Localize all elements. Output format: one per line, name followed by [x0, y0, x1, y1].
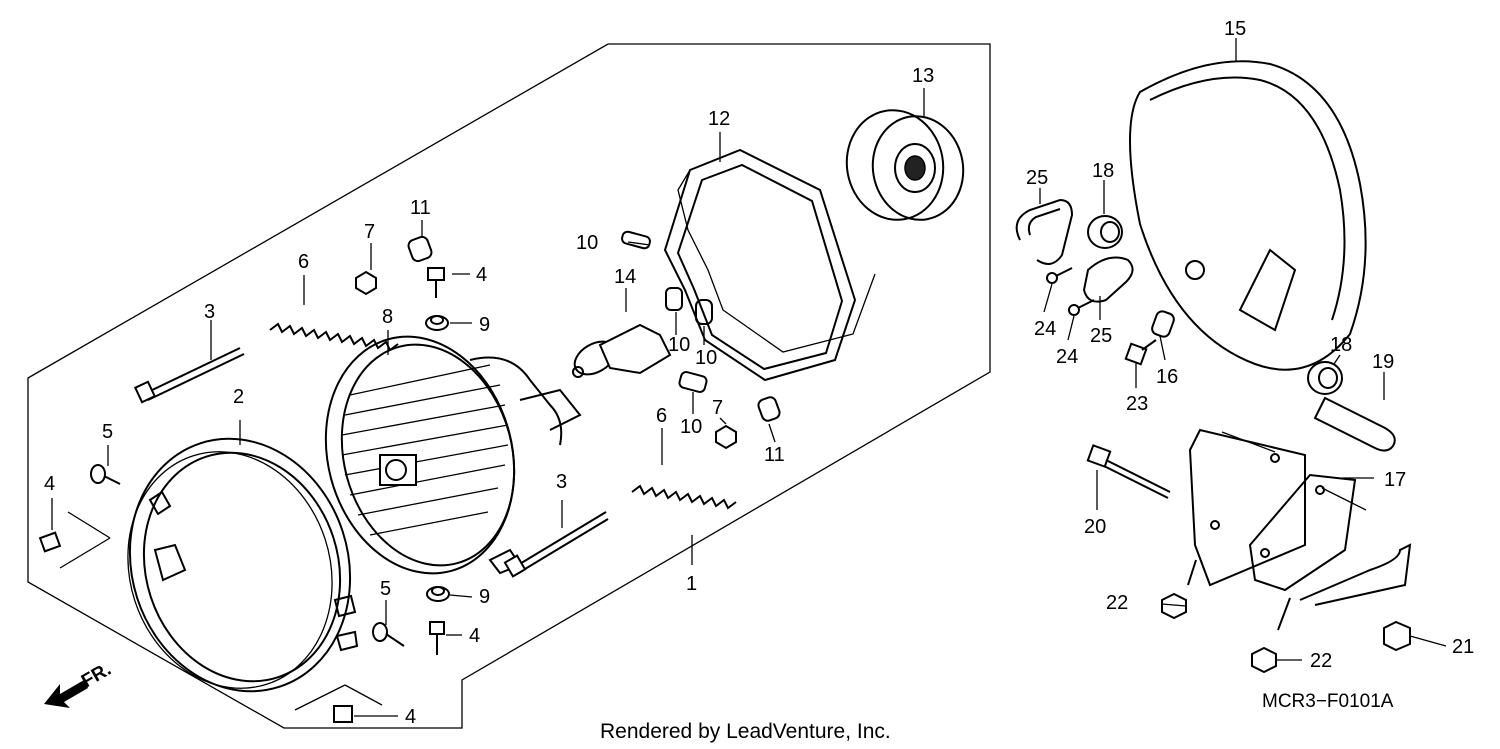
- mounting-frame: [663, 132, 876, 382]
- washer-9-upper: [425, 315, 449, 331]
- part-label-10-a: 10: [576, 232, 598, 254]
- part-label-18-upper: 18: [1092, 160, 1114, 182]
- grommet-18-lower: [1307, 354, 1343, 395]
- headlight-case: [1129, 38, 1367, 371]
- part-label-16: 16: [1156, 366, 1178, 388]
- part-label-3-upper: 3: [204, 301, 215, 323]
- part-label-4-upper: 4: [476, 264, 487, 286]
- part-label-13: 13: [912, 65, 934, 87]
- diagram-code: MCR3−F0101A: [1262, 691, 1394, 712]
- clip-10-b: [665, 287, 683, 311]
- part-label-6-lower: 6: [656, 405, 667, 427]
- adjusting-screw-lower: [503, 500, 609, 578]
- part-label-5-lower: 5: [380, 578, 391, 600]
- headlight-unit: [324, 330, 582, 575]
- bolt-4-left: [38, 498, 111, 569]
- collar-19: [1313, 372, 1396, 452]
- screw-24-upper: [1046, 267, 1073, 284]
- part-label-6-upper: 6: [298, 251, 309, 273]
- part-label-4-bottom: 4: [405, 706, 416, 728]
- part-label-4-lower: 4: [469, 625, 480, 647]
- part-label-2: 2: [233, 386, 244, 408]
- bushing-11-upper: [407, 220, 433, 263]
- screw-5-upper: [90, 445, 121, 485]
- part-label-14: 14: [614, 266, 636, 288]
- part-label-7-lower: 7: [712, 397, 723, 419]
- part-label-5-upper: 5: [102, 421, 113, 443]
- bolt-4-bottom: [294, 684, 383, 723]
- bolt-23: [1124, 339, 1157, 366]
- part-label-22-upper: 22: [1106, 592, 1128, 614]
- part-label-9-upper: 9: [479, 314, 490, 336]
- part-label-9-lower: 9: [479, 586, 490, 608]
- part-label-7-upper: 7: [364, 221, 375, 243]
- bushing-11-lower: [757, 396, 781, 422]
- nut-7-upper: [355, 243, 377, 296]
- headlight-bulb: [572, 288, 672, 378]
- washer-9-lower: [426, 586, 450, 602]
- part-label-25-lower: 25: [1090, 325, 1112, 347]
- part-label-1: 1: [686, 573, 697, 595]
- bolt-20: [1086, 444, 1171, 510]
- part-label-20: 20: [1084, 516, 1106, 538]
- part-number-labels: 1 2 3 3 4 4 4 4 5 5 6 6 7 7 8 9 9 10 10 …: [44, 18, 1474, 728]
- spring-lower: [631, 428, 737, 510]
- socket-cover: [845, 88, 965, 221]
- grommet-18-upper: [1087, 180, 1123, 249]
- nut-22-upper: [1161, 559, 1197, 620]
- part-label-17: 17: [1384, 469, 1406, 491]
- nut-21: [1383, 620, 1411, 652]
- clamp-25-upper: [1015, 188, 1074, 265]
- cap-16: [1151, 310, 1175, 338]
- clip-10-d: [678, 371, 708, 393]
- part-label-10-c: 10: [695, 347, 717, 369]
- part-label-8: 8: [382, 306, 393, 328]
- part-label-24-lower: 24: [1056, 346, 1078, 368]
- part-label-10-d: 10: [680, 416, 702, 438]
- bolt-4-lower-mid: [429, 621, 445, 655]
- headlight-rim: [127, 420, 359, 693]
- nut-7-lower: [715, 424, 737, 450]
- part-label-10-b: 10: [668, 334, 690, 356]
- part-label-18-lower: 18: [1330, 334, 1352, 356]
- part-label-23: 23: [1126, 393, 1148, 415]
- bolt-4-upper: [427, 267, 445, 298]
- front-direction-arrow: [44, 680, 88, 708]
- part-label-4-left: 4: [44, 473, 55, 495]
- screw-24-lower: [1068, 299, 1095, 316]
- label-leaders: [354, 241, 1447, 717]
- credit-text: Rendered by LeadVenture, Inc.: [600, 720, 891, 743]
- spring-upper: [269, 275, 399, 352]
- headlight-bracket: [1188, 428, 1412, 606]
- assembly-outline: [27, 43, 991, 729]
- clip-10-a: [621, 230, 651, 250]
- adjusting-screw-upper: [133, 320, 245, 404]
- part-label-11-upper: 11: [410, 197, 431, 219]
- clamp-25-lower: [1082, 256, 1134, 303]
- nut-22-lower: [1251, 597, 1291, 674]
- part-label-12: 12: [708, 108, 730, 130]
- part-label-15: 15: [1224, 18, 1246, 40]
- part-label-24-upper: 24: [1034, 318, 1056, 340]
- part-label-25-upper: 25: [1026, 167, 1048, 189]
- part-label-21: 21: [1452, 636, 1474, 658]
- part-label-19: 19: [1372, 351, 1394, 373]
- screw-5-lower: [372, 600, 405, 647]
- part-label-3-lower: 3: [556, 471, 567, 493]
- part-label-22-lower: 22: [1310, 650, 1332, 672]
- part-label-11-lower: 11: [764, 444, 785, 466]
